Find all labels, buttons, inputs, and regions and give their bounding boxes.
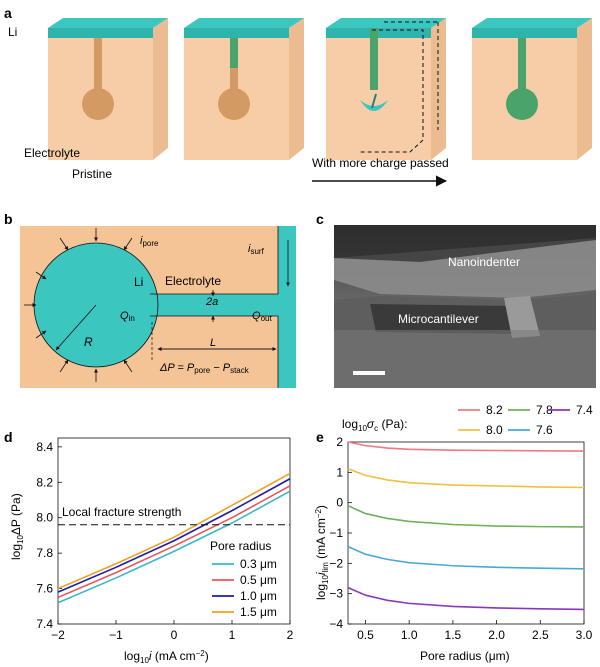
series-line-80	[347, 467, 585, 489]
li-label: Li	[8, 25, 17, 39]
chart-d-ylabel: log10ΔP (Pa)	[9, 493, 25, 560]
panel-c: c Nanoindenter Microcantilever	[316, 211, 596, 388]
x-tick-label: 1	[229, 628, 236, 642]
chart-e-lines	[347, 441, 585, 611]
x-tick-label: 1.0	[401, 628, 418, 642]
panel-d: d −2 −1 0 1 2 7.4 7.6 7.8 8.0 8.2 8.4 Local fractu…	[4, 429, 294, 665]
i-surf-label: isurf	[248, 243, 265, 256]
y-tick-label: 7.6	[36, 582, 53, 596]
y-tick-label: 7.8	[36, 546, 53, 560]
legend-e: 8.2 8.0 7.8 7.6 7.4	[458, 403, 593, 437]
y-tick-label: −3	[329, 587, 343, 601]
fracture-annotation: Local fracture strength	[62, 505, 181, 519]
chart-d-lines	[57, 472, 291, 604]
pressure-arrows	[24, 228, 290, 382]
x-tick-label: −2	[51, 628, 65, 642]
r-label: R	[84, 335, 93, 349]
legend-label: 7.4	[576, 403, 593, 417]
y-tick-label: −2	[329, 556, 343, 570]
legend-e-title: log10σc (Pa):	[342, 417, 408, 433]
legend-d-title: Pore radius	[210, 539, 271, 553]
legend-label: 8.0	[486, 423, 503, 437]
panel-b-letter: b	[4, 211, 13, 227]
cell-pristine	[48, 18, 168, 160]
cell-stage-3	[326, 18, 446, 160]
chart-d-ticks: −2 −1 0 1 2 7.4 7.6 7.8 8.0 8.2 8.4	[36, 440, 293, 642]
charge-arrow-label: With more charge passed	[312, 156, 449, 170]
microcantilever-label: Microcantilever	[398, 312, 479, 326]
nanoindenter-label: Nanoindenter	[448, 255, 520, 269]
y-tick-label: −4	[329, 617, 343, 631]
y-tick-label: −1	[329, 526, 343, 540]
x-tick-label: −1	[109, 628, 123, 642]
series-line-03m	[57, 490, 291, 604]
legend-label: 0.3 μm	[240, 557, 277, 571]
x-tick-label: 2.5	[532, 628, 549, 642]
delta-p-equation: ΔP = Ppore − Pstack	[159, 362, 250, 375]
electrolyte-label: Electrolyte	[24, 146, 80, 160]
x-tick-label: 2.0	[488, 628, 505, 642]
panel-e-letter: e	[316, 429, 324, 445]
chart-e-ticks: 0.5 1.0 1.5 2.0 2.5 3.0 −4 −3 −2 −1 0 1 2	[329, 435, 592, 642]
legend-label: 7.8	[536, 403, 553, 417]
pristine-label: Pristine	[72, 167, 112, 181]
panel-b: b ipore isurf Li Electrolyte 2a	[4, 211, 296, 388]
x-tick-label: 0	[171, 628, 178, 642]
i-pore-label: ipore	[140, 235, 159, 248]
series-line-76	[347, 545, 585, 570]
panel-c-letter: c	[316, 211, 324, 227]
series-line-10m	[57, 478, 291, 593]
legend-label: 8.2	[486, 403, 503, 417]
series-line-78	[347, 504, 585, 528]
y-tick-label: 1	[336, 465, 343, 479]
radius-arrow	[55, 304, 97, 351]
chart-e-frame	[347, 441, 585, 625]
panel-a: a	[4, 5, 592, 187]
y-tick-label: 8.4	[36, 440, 53, 454]
legend-label: 7.6	[536, 423, 553, 437]
electrolyte-label-b: Electrolyte	[165, 274, 221, 288]
li-label-b: Li	[134, 275, 143, 289]
l-label: L	[210, 337, 216, 349]
panel-a-letter: a	[4, 5, 12, 21]
x-tick-label: 1.5	[445, 628, 462, 642]
cell-stage-2	[184, 18, 304, 160]
series-line-74	[347, 586, 585, 611]
scale-bar	[353, 371, 385, 375]
legend-d: 0.3 μm 0.5 μm 1.0 μm 1.5 μm	[212, 557, 277, 619]
legend-label: 1.0 μm	[240, 589, 277, 603]
chart-e-ylabel: log10ilim (mA cm−2)	[314, 505, 330, 600]
panel-e: e 0.5 1.0 1.5 2.0 2.5 3.0 −4 −3 −2 −1 0 1 2 log10σc …	[314, 403, 593, 663]
chart-e-xlabel: Pore radius (μm)	[420, 649, 510, 663]
chart-d-xlabel: log10i (mA cm−2)	[124, 649, 209, 665]
x-tick-label: 0.5	[357, 628, 374, 642]
y-tick-label: 7.4	[36, 617, 53, 631]
panel-d-letter: d	[4, 429, 13, 445]
y-tick-label: 8.2	[36, 475, 53, 489]
y-tick-label: 2	[336, 435, 343, 449]
series-line-82	[347, 441, 585, 452]
x-tick-label: 2	[287, 628, 294, 642]
two-a-label: 2a	[205, 296, 218, 308]
q-out-label: Qout	[252, 310, 272, 323]
x-tick-label: 3.0	[576, 628, 593, 642]
y-tick-label: 8.0	[36, 511, 53, 525]
series-line-05m	[57, 485, 291, 599]
series-line-15m	[57, 472, 291, 590]
legend-label: 1.5 μm	[240, 605, 277, 619]
cell-stage-4	[472, 18, 592, 160]
pore-channel	[150, 294, 278, 316]
q-in-label: Qin	[120, 310, 135, 323]
legend-label: 0.5 μm	[240, 573, 277, 587]
y-tick-label: 0	[336, 496, 343, 510]
surface-lithium	[278, 226, 296, 388]
